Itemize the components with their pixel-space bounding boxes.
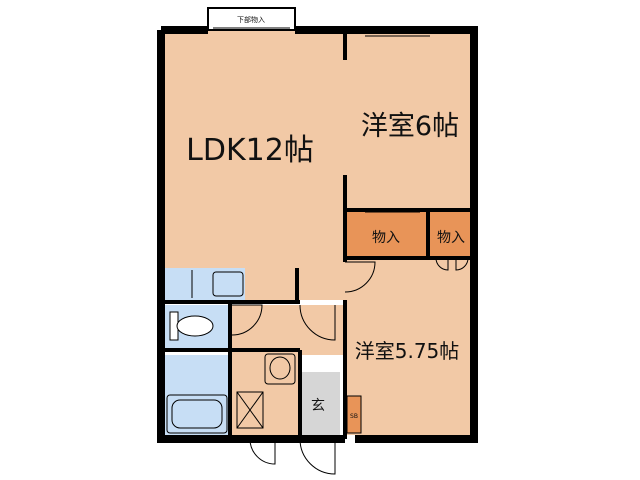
- storage-closet-2: [430, 212, 472, 257]
- kitchen-counter: [165, 268, 245, 300]
- storage-1-label: 物入: [372, 230, 400, 246]
- hall-floor: [230, 305, 345, 355]
- under-floor-storage-label: 下部物入: [237, 15, 265, 24]
- door-western-2: [344, 261, 376, 293]
- washbasin-icon: [264, 353, 296, 385]
- storage-closet-1: [345, 212, 427, 257]
- door-closet-left: [435, 257, 449, 271]
- door-swings: [231, 257, 469, 475]
- interior-walls: [161, 30, 474, 439]
- shoebox-cabinet: [346, 395, 362, 434]
- shoebox-label: SB: [350, 413, 358, 420]
- door-entrance: [299, 438, 336, 475]
- bathtub-icon: [166, 394, 228, 434]
- windows: [365, 31, 478, 400]
- western-room-2-label: 洋室5.75帖: [355, 339, 460, 363]
- ldk-floor: [165, 30, 345, 300]
- entrance-label: 玄: [311, 397, 325, 414]
- toilet-icon: [169, 311, 214, 341]
- door-closet-right: [455, 257, 469, 271]
- door-washroom: [249, 438, 276, 465]
- kitchen-sink: [212, 271, 244, 297]
- western-room-2-floor: [345, 258, 470, 435]
- storage-2-label: 物入: [437, 230, 465, 246]
- western-room-1-label: 洋室6帖: [361, 111, 459, 142]
- door-hall: [299, 304, 336, 341]
- washing-machine-space: [236, 391, 264, 429]
- entrance-floor: [300, 372, 340, 435]
- door-toilet: [231, 304, 263, 336]
- exterior-walls: [157, 26, 478, 443]
- under-floor-storage-box: [207, 7, 296, 31]
- ldk-label: LDK12帖: [186, 133, 314, 168]
- western-room-1-floor: [345, 30, 470, 210]
